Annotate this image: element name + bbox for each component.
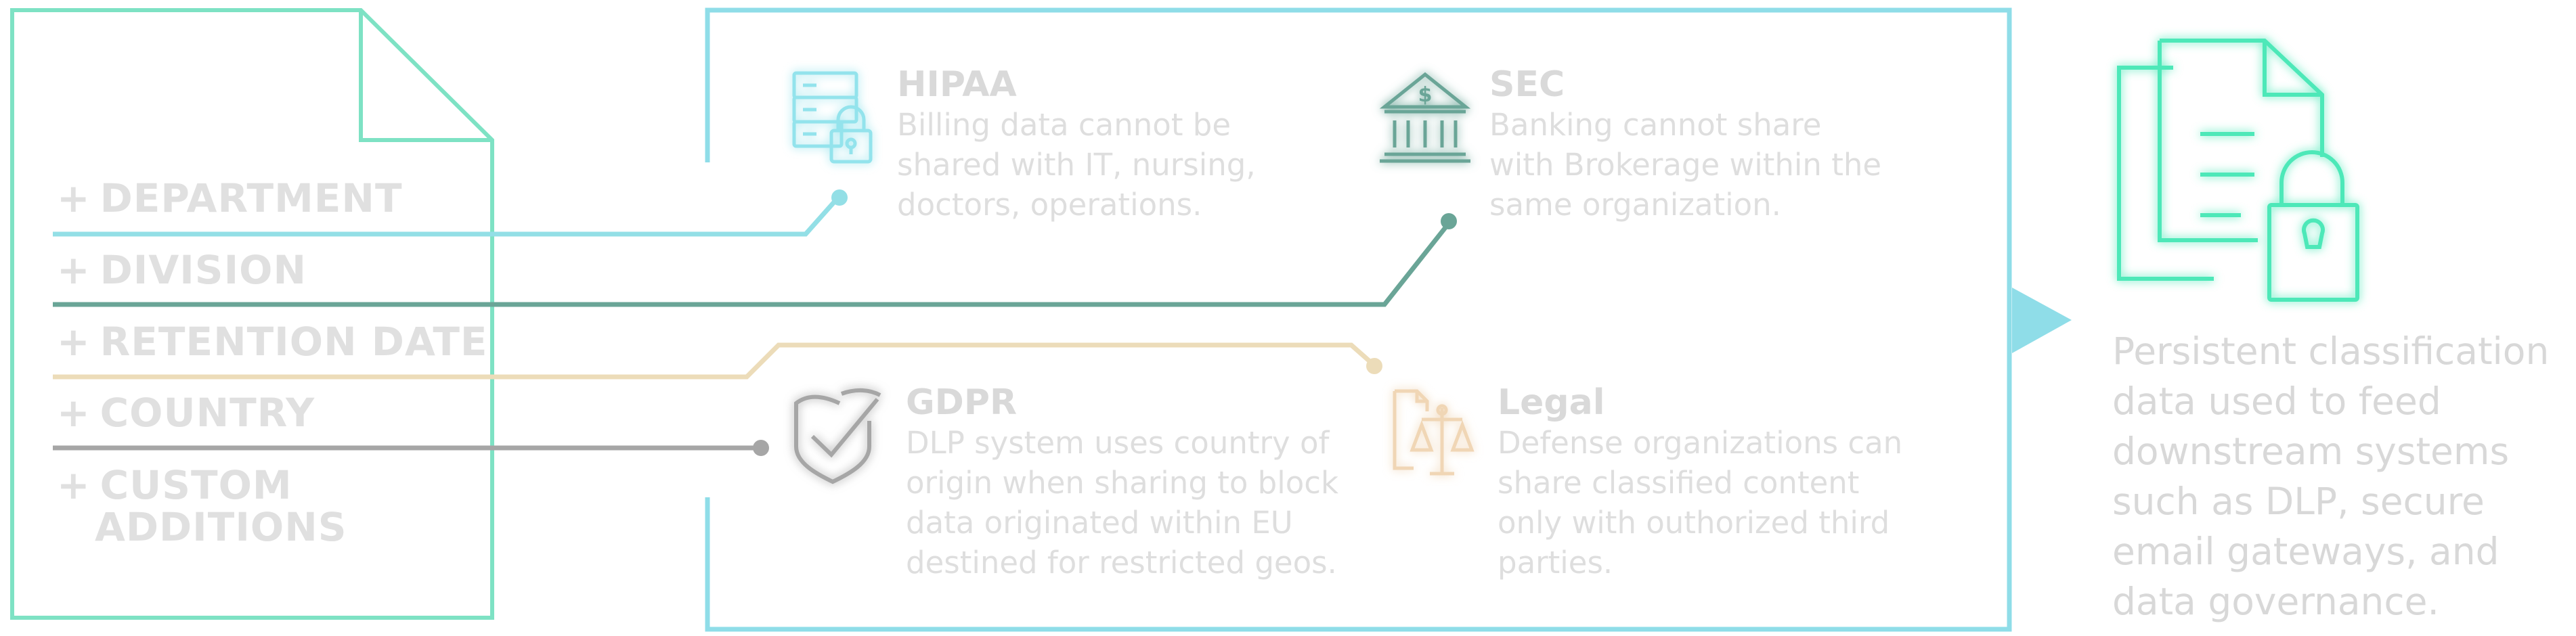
field-plus: + [57,175,91,221]
document-fold [359,10,492,142]
regulation-desc-line: Defense organizations can [1498,425,1903,461]
regulation-title: SEC [1489,64,1565,105]
regulation-desc-line: destined for restricted geos. [906,545,1337,581]
flow-arrow [2012,288,2072,353]
summary-line: Persistent classification [2112,330,2550,373]
field-plus: + [57,390,91,436]
locked-documents-icon [2117,39,2359,302]
summary-line: email gateways, and [2112,530,2499,573]
bank-icon: $ [1379,72,1471,163]
summary-line: data used to feed [2112,380,2441,423]
regulation-desc-line: shared with IT, nursing, [897,147,1256,183]
regulation-desc-line: data originated within EU [906,505,1293,541]
field-label-text: CUSTOM [100,462,292,508]
regulation-gdpr: GDPR DLP system uses country of origin w… [906,382,1338,583]
regulation-desc-line: doctors, operations. [897,187,1202,223]
svg-text:$: $ [1418,83,1433,107]
regulation-sec: SEC Banking cannot share with Brokerage … [1489,64,1881,225]
field-department: +DEPARTMENT [57,177,403,219]
connector-division [53,213,1457,307]
field-plus: + [57,462,91,508]
regulation-desc-line: with Brokerage within the [1489,147,1882,183]
field-label-text: DEPARTMENT [100,175,403,221]
regulation-desc-line: Banking cannot share [1489,107,1822,143]
field-plus: + [57,319,91,365]
field-label-text: DIVISION [100,247,307,293]
summary-line: data governance. [2112,580,2439,623]
connector-department [53,189,848,237]
regulation-title: HIPAA [897,64,1017,105]
regulation-desc-line: same organization. [1489,187,1781,223]
summary-line: such as DLP, secure [2112,480,2485,523]
regulation-desc-line: share classified content [1498,465,1860,501]
field-division: +DIVISION [57,249,307,291]
field-plus: + [57,247,91,293]
summary-line: downstream systems [2112,430,2510,473]
regulation-title: GDPR [906,382,1017,423]
database-lock-icon [792,71,873,164]
regulation-title: Legal [1498,382,1605,423]
regulation-desc-line: parties. [1498,545,1613,581]
field-label-text: RETENTION DATE [100,319,488,365]
connector-country [53,440,769,456]
regulation-hipaa: HIPAA Billing data cannot be shared with… [897,64,1256,225]
summary-text: Persistent classification data used to f… [2112,326,2549,627]
regulation-desc-line: Billing data cannot be [897,107,1231,143]
regulations-frame [705,7,2012,632]
regulation-desc-line: DLP system uses country of [906,425,1330,461]
field-label-text-line2: ADDITIONS [95,504,347,550]
scales-document-icon [1393,389,1475,476]
shield-check-icon [794,388,881,484]
regulation-desc-line: origin when sharing to block [906,465,1339,501]
field-country: +COUNTRY [57,392,315,434]
connector-retention [53,342,1382,380]
regulation-desc-line: only with outhorized third [1498,505,1890,541]
regulation-legal: Legal Defense organizations can share cl… [1498,382,1902,583]
field-retention-date: +RETENTION DATE [57,321,488,363]
field-custom-additions: +CUSTOM ADDITIONS [57,464,347,548]
field-label-text: COUNTRY [100,390,315,436]
